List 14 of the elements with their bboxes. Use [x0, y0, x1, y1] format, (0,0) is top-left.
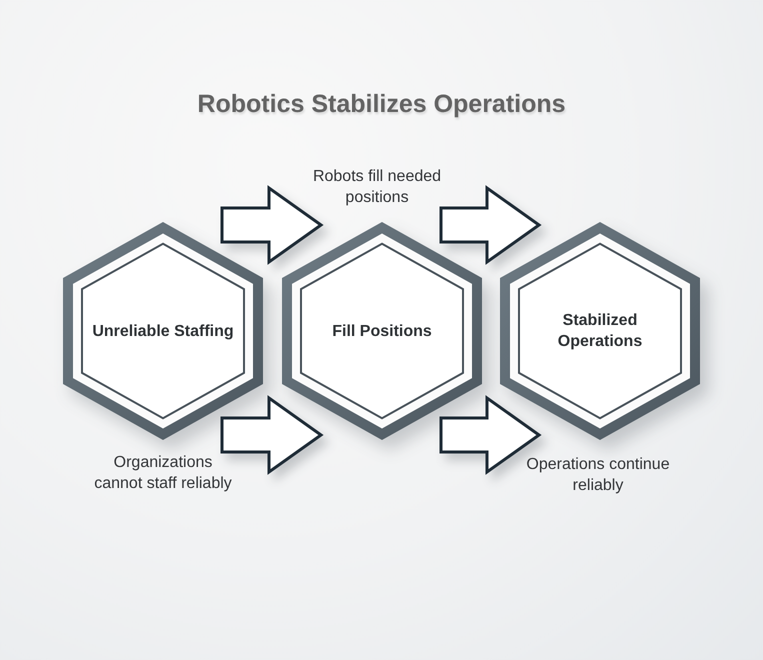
step-hexagon — [500, 222, 700, 440]
step-description: Operations continue reliably — [525, 455, 671, 496]
step-hexagon — [63, 222, 263, 440]
block-arrow — [440, 395, 542, 475]
step-description: Robots fill needed positions — [312, 167, 442, 208]
step-label: Stabilized Operations — [556, 311, 644, 352]
step-label: Fill Positions — [332, 322, 432, 342]
step-hexagon — [282, 222, 482, 440]
block-arrow — [220, 395, 324, 475]
step-description: Organizations cannot staff reliably — [93, 453, 233, 494]
block-arrow — [220, 185, 324, 265]
step-label: Unreliable Staffing — [92, 322, 234, 342]
title: Robotics Stabilizes Operations — [197, 89, 566, 119]
block-arrow — [440, 185, 542, 265]
